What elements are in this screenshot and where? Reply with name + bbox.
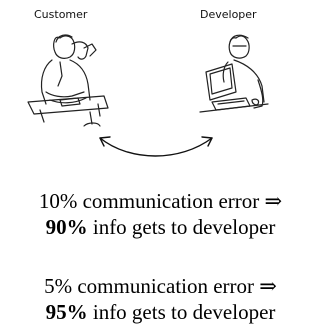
- developer-label: Developer: [200, 8, 257, 21]
- statement-line-error: 5% communication error ⇒: [44, 274, 277, 298]
- developer-figure-icon: [199, 34, 269, 113]
- customer-figure-icon: [27, 34, 109, 127]
- statement-info-text: info gets to developer: [87, 300, 276, 324]
- statement-info-text: info gets to developer: [87, 215, 276, 239]
- illustration: [27, 34, 269, 157]
- statement-10-percent: 10% communication error ⇒ 90% info gets …: [0, 188, 321, 240]
- statement-line-info: 90% info gets to developer: [0, 214, 321, 240]
- statement-line-error: 10% communication error ⇒: [38, 189, 283, 213]
- statement-percent-bold: 90%: [45, 215, 88, 239]
- customer-label: Customer: [34, 8, 88, 21]
- double-arrow-icon: [99, 136, 213, 157]
- statement-percent-bold: 95%: [45, 300, 88, 324]
- statement-5-percent: 5% communication error ⇒ 95% info gets t…: [0, 273, 321, 325]
- statement-line-info: 95% info gets to developer: [0, 299, 321, 325]
